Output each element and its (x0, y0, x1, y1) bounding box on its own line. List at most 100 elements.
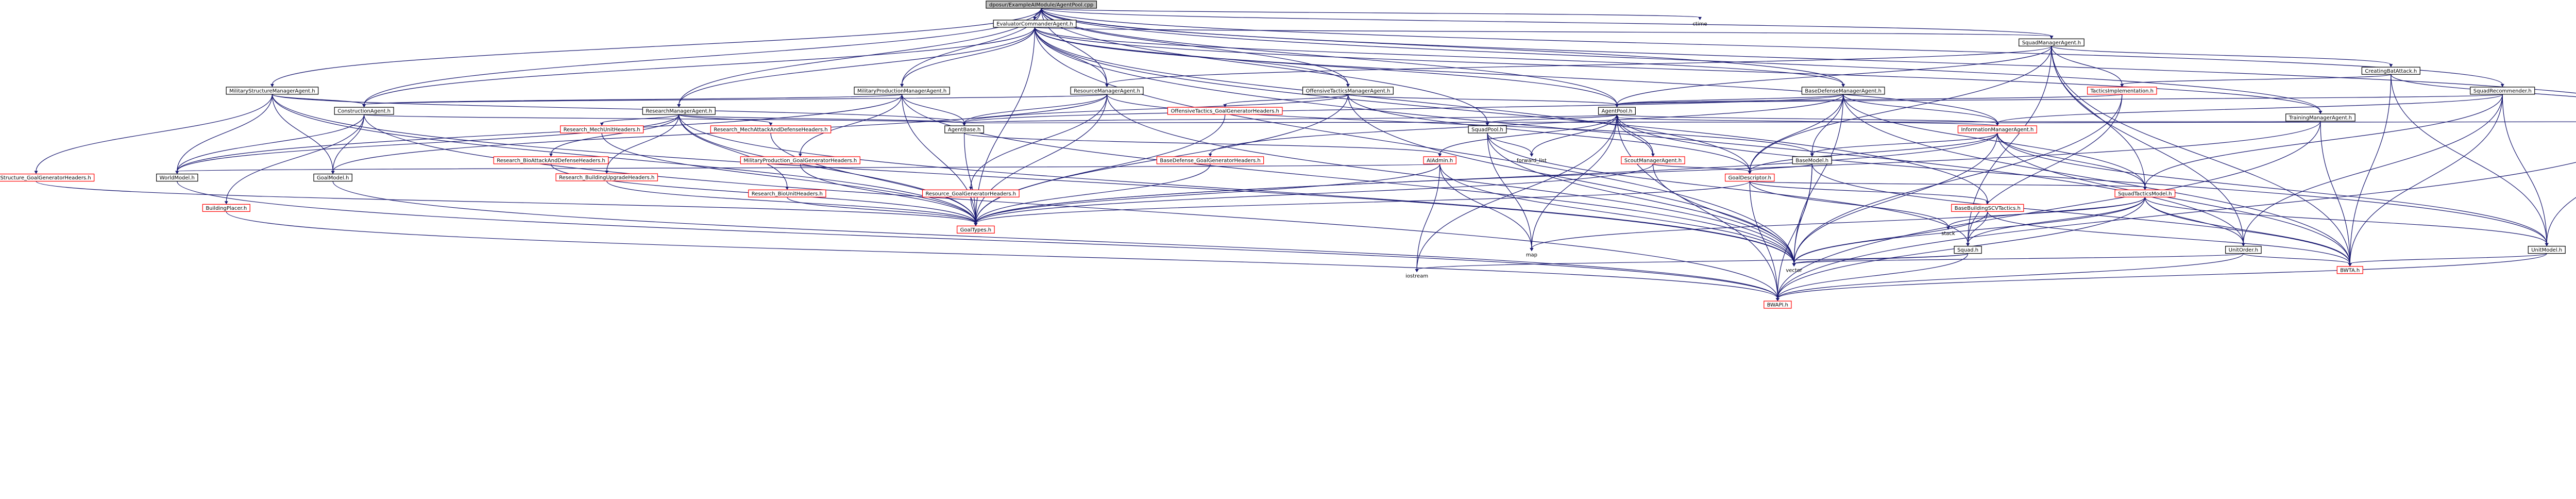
node-mpgh[interactable]: MilitaryProduction_GoalGeneratorHeaders.… (740, 156, 860, 164)
edge-arrowhead (900, 84, 904, 87)
node-box (2114, 189, 2176, 197)
node-label: Research_MechAttackAndDefenseHeaders.h (714, 127, 827, 132)
edge-rma-to-bm (1106, 94, 1812, 155)
node-mpma[interactable]: MilitaryProductionManagerAgent.h (854, 87, 950, 95)
edge-arrowhead (1615, 104, 1619, 108)
node-rbuh[interactable]: Research_BuildingUpgradeHeaders.h (555, 173, 658, 181)
node-rmah[interactable]: Research_MechAttackAndDefenseHeaders.h (710, 125, 832, 134)
node-ctime[interactable]: ctime (1692, 21, 1707, 27)
edge-arrowhead (605, 170, 609, 174)
node-vector[interactable]: vector (1786, 268, 1803, 273)
node-sqma[interactable]: SquadManagerAgent.h (2019, 38, 2084, 46)
node-ap[interactable]: AgentPool.h (1598, 107, 1636, 115)
edge-ap-to-map (1531, 114, 1618, 249)
node-sqrec[interactable]: SquadRecommender.h (2470, 87, 2535, 95)
edge-mpgh-to-gt (800, 163, 976, 224)
node-rbh[interactable]: Research_BioUnitHeaders.h (748, 189, 826, 197)
node-box (2285, 113, 2355, 122)
edge-im-to-um (1997, 132, 2547, 244)
node-box (1951, 204, 2024, 212)
edge-resma-to-rmah (679, 114, 771, 124)
edge-arrowhead (1105, 84, 1109, 87)
edge-resma-to-rbh (679, 114, 788, 188)
node-rma[interactable]: ResourceManagerAgent.h (1070, 87, 1144, 95)
node-im[interactable]: InformationManagerAgent.h (1957, 125, 2037, 134)
node-bbsct[interactable]: BaseBuildingSCVTactics.h (1951, 204, 2024, 212)
node-label: TacticsImplementation.h (2090, 88, 2154, 94)
edge-gm-to-bwapi (332, 181, 1778, 299)
node-tactimpl[interactable]: TacticsImplementation.h (2087, 87, 2157, 95)
node-stack[interactable]: stack (1941, 231, 1955, 237)
node-rmh[interactable]: Research_MechUnitHeaders.h (560, 125, 644, 134)
node-label: Research_BioUnitHeaders.h (752, 191, 823, 197)
node-wm[interactable]: WorldModel.h (156, 173, 198, 182)
node-bdma[interactable]: BaseDefenseManagerAgent.h (1801, 87, 1885, 95)
node-label: forward_list (1517, 158, 1547, 163)
node-root[interactable]: dposur/ExampleAIModule/AgentPool.cpp (986, 1, 1097, 9)
node-label: MilitaryProduction_GoalGeneratorHeaders.… (743, 158, 857, 163)
node-um[interactable]: UnitModel.h (2528, 245, 2566, 254)
edge-root-to-bdma (1041, 8, 1844, 85)
edge-ap-to-sqp (1487, 114, 1618, 124)
edge-bbsct-to-vector (1793, 211, 1988, 264)
node-scout[interactable]: ScoutManagerAgent.h (1621, 156, 1685, 164)
node-gt[interactable]: GoalTypes.h (957, 225, 995, 234)
edge-sqp-to-fwlist (1487, 132, 1532, 155)
node-label: map (1526, 253, 1537, 258)
node-box (1070, 87, 1144, 95)
edge-sqma-to-rma (1106, 45, 2052, 85)
node-ca[interactable]: ConstructionAgent.h (334, 107, 394, 115)
node-box (2528, 245, 2566, 254)
node-rbah[interactable]: Research_BioAttackAndDefenseHeaders.h (493, 156, 609, 164)
edge-trma-to-ab (964, 121, 2321, 124)
node-bdgh[interactable]: BaseDefense_GoalGeneratorHeaders.h (1156, 156, 1264, 164)
node-label: ConstructionAgent.h (337, 109, 391, 114)
node-resma[interactable]: ResearchManagerAgent.h (642, 107, 716, 115)
node-bwapi[interactable]: BWAPI.h (1764, 301, 1792, 309)
edge-sqp-to-squad (1487, 132, 1969, 244)
node-rgh[interactable]: Resource_GoalGeneratorHeaders.h (922, 189, 1020, 197)
node-bwta[interactable]: BWTA.h (2336, 266, 2363, 274)
edge-im-to-bm (1811, 132, 1998, 155)
edge-msma-to-vector (272, 94, 1794, 264)
node-gd[interactable]: GoalDescriptor.h (1724, 173, 1775, 182)
edge-bm-to-gd (1749, 163, 1812, 172)
node-iostream[interactable]: iostream (1405, 273, 1428, 279)
edge-gd-to-bbsct (1749, 180, 1988, 202)
edge-root-to-msma (272, 8, 1042, 85)
edge-arrowhead (270, 84, 274, 87)
edge-rma-to-ab (964, 94, 1108, 124)
edge-ca-to-bp (226, 114, 365, 202)
node-squad[interactable]: Squad.h (1954, 245, 1982, 254)
edge-msma-to-ab (272, 94, 965, 124)
edge-rma-to-gt (975, 94, 1108, 224)
edge-bbsct-to-bwta (1987, 211, 2350, 264)
node-ceba[interactable]: CreatingBatAttack.h (2361, 66, 2420, 75)
node-ad[interactable]: AIAdmin.h (1423, 156, 1456, 164)
node-trma[interactable]: TrainingManagerAgent.h (2285, 113, 2355, 122)
node-msma[interactable]: MilitaryStructureManagerAgent.h (226, 87, 319, 95)
node-bp[interactable]: BuildingPlacer.h (202, 204, 250, 212)
edge-ap-to-fwlist (1531, 114, 1618, 154)
node-fwlist[interactable]: forward_list (1517, 158, 1547, 163)
node-label: BuildingPlacer.h (206, 206, 247, 211)
node-eca[interactable]: EvaluatorCommanderAgent.h (993, 20, 1077, 28)
node-stm[interactable]: SquadTacticsModel.h (2114, 189, 2176, 197)
node-gm[interactable]: GoalModel.h (313, 173, 352, 182)
edge-otgh-to-gt (975, 114, 1226, 224)
node-map[interactable]: map (1526, 253, 1537, 258)
node-sqp[interactable]: SquadPool.h (1468, 125, 1507, 134)
node-ab[interactable]: AgentBase.h (944, 125, 984, 134)
edge-bdgh-to-gt (975, 163, 1211, 224)
node-otgh[interactable]: OffensiveTactics_GoalGeneratorHeaders.h (1167, 107, 1283, 115)
node-otma[interactable]: OffensiveTacticsManagerAgent.h (1302, 87, 1394, 95)
node-box (1302, 87, 1394, 95)
edge-stm-to-um (2144, 197, 2547, 244)
node-box (1598, 107, 1636, 115)
node-bm[interactable]: BaseModel.h (1792, 156, 1832, 164)
node-box (2336, 266, 2363, 274)
node-label: Research_BioAttackAndDefenseHeaders.h (497, 158, 605, 163)
edge-root-to-trma (1041, 8, 2321, 112)
node-uo[interactable]: UnitOrder.h (2225, 245, 2262, 254)
node-msgh[interactable]: MilitaryStructure_GoalGeneratorHeaders.h (0, 173, 95, 182)
